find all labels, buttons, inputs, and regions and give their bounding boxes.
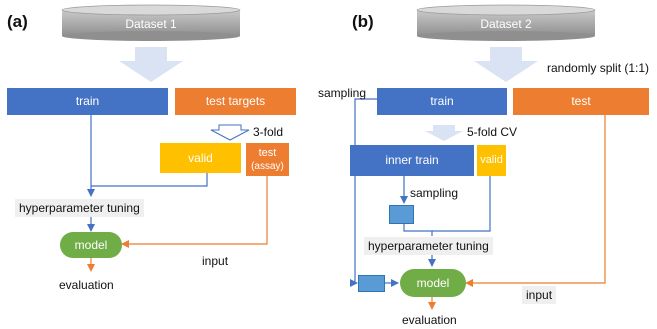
sampled-subset-outer [358,275,385,292]
sampling-label-outer: sampling [318,86,367,100]
input-label-b: input [522,286,557,304]
arrow-cv-b [425,125,463,141]
connector-sample-rect-to-tuning-b [403,224,433,236]
valid-box-a: valid [160,143,241,173]
sampling-label-inner: sampling [410,186,459,200]
assay-label: (assay) [251,160,284,172]
evaluation-label-b: evaluation [402,313,457,327]
panel-b-label: (b) [352,12,374,31]
train-box-b: train [377,88,507,115]
connector-valid-to-tuning-b [432,176,491,232]
fold-3-label: 3-fold [253,125,284,139]
big-down-arrow-a [119,47,183,82]
train-box-a: train [7,88,168,115]
model-b: model [400,269,466,297]
connector-test-to-model-b [465,114,606,287]
test-assay-box: test (assay) [246,143,289,176]
dataset-2-label: Dataset 2 [480,17,532,31]
input-label-a: input [202,254,229,268]
sampled-subset-inner [389,205,414,224]
randomly-split-label: randomly split (1:1) [547,61,650,75]
hyperparameter-tuning-a: hyperparameter tuning [15,199,144,217]
connector-valid-to-tuning-a [91,173,208,187]
test-targets-box: test targets [175,88,296,115]
dataset-1-cylinder [61,4,241,41]
dataset-1-label: Dataset 1 [125,17,177,31]
hyperparameter-tuning-b: hyperparameter tuning [364,237,493,255]
big-down-arrow-b [474,47,538,82]
evaluation-label-a: evaluation [59,278,114,292]
dataset-2-cylinder [416,4,596,41]
connector-test-to-model-a [121,176,268,248]
valid-box-b: valid [477,145,506,176]
inner-train-box: inner train [350,145,474,176]
model-a: model [60,232,122,258]
test-box-b: test [513,88,649,115]
cv-5-fold-label: 5-fold CV [467,125,518,139]
arrow-fold-a [210,124,250,141]
test-label-a: test [258,146,277,159]
connector-train-sampling-outer-b [352,98,377,284]
panel-a-label: (a) [7,12,28,31]
